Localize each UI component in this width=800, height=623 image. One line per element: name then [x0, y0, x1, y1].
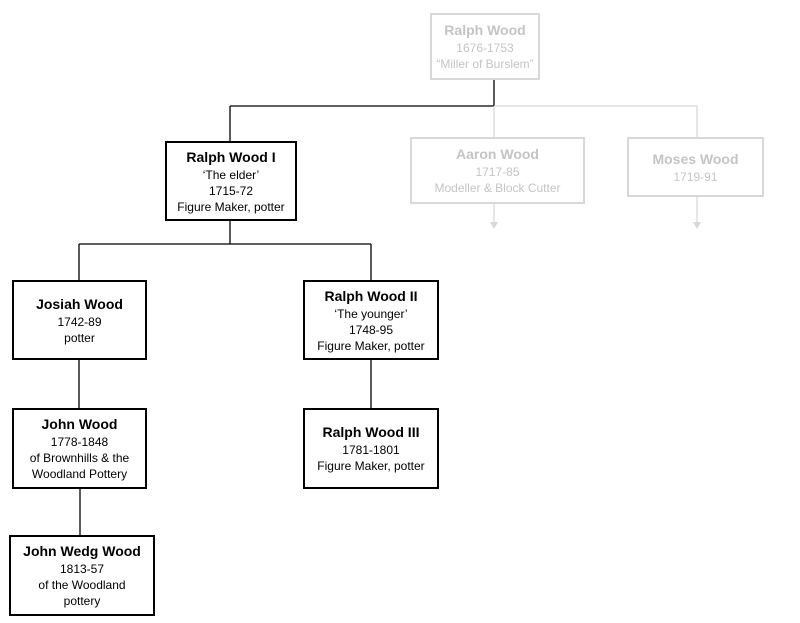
node-josiah-wood: Josiah Wood 1742-89 potter	[12, 280, 147, 360]
node-name: John Wood	[41, 416, 118, 432]
node-detail: of the Woodland	[38, 578, 126, 592]
node-detail: 1778-1848	[50, 435, 109, 449]
node-detail: 1748-95	[348, 322, 394, 337]
arrow-down-icon	[693, 222, 701, 229]
node-detail: 1781-1801	[342, 443, 400, 457]
node-name: Ralph Wood I	[186, 148, 276, 165]
node-moses-wood: Moses Wood 1719-91	[627, 137, 764, 197]
node-name: Ralph Wood	[444, 22, 526, 38]
node-john-wedg-wood: John Wedg Wood 1813-57 of the Woodland p…	[9, 535, 155, 616]
node-ralph-wood-ii: Ralph Wood II ‘The younger’ 1748-95 Figu…	[303, 280, 439, 360]
node-ralph-wood-iii: Ralph Wood III 1781-1801 Figure Maker, p…	[303, 408, 439, 489]
node-detail: 1742-89	[57, 314, 102, 329]
node-detail: 1676-1753	[456, 41, 514, 55]
node-detail: Figure Maker, potter	[317, 459, 425, 473]
node-john-wood: John Wood 1778-1848 of Brownhills & the …	[12, 408, 147, 489]
node-detail: Modeller & Block Cutter	[434, 181, 561, 195]
node-detail: of Brownhills & the	[29, 451, 130, 465]
node-detail: “Miller of Burslem”	[436, 57, 534, 71]
node-detail: 1719-91	[673, 169, 718, 184]
node-ralph-wood: Ralph Wood 1676-1753 “Miller of Burslem”	[430, 13, 540, 80]
arrow-down-icon	[490, 222, 498, 229]
node-detail: 1717-85	[475, 165, 520, 179]
node-detail: 1813-57	[59, 562, 105, 576]
node-name: Moses Wood	[652, 150, 739, 167]
node-name: Ralph Wood II	[324, 287, 418, 304]
node-detail: ‘The elder’	[202, 167, 260, 182]
node-detail: potter	[64, 330, 95, 345]
node-aaron-wood: Aaron Wood 1717-85 Modeller & Block Cutt…	[410, 137, 585, 204]
node-name: John Wedg Wood	[23, 543, 141, 559]
node-name: Josiah Wood	[36, 295, 123, 312]
node-detail: Woodland Pottery	[31, 467, 128, 481]
node-detail: Figure Maker, potter	[177, 199, 285, 214]
node-detail: pottery	[63, 594, 101, 608]
node-detail: 1715-72	[208, 183, 254, 198]
node-ralph-wood-i: Ralph Wood I ‘The elder’ 1715-72 Figure …	[165, 141, 297, 221]
node-detail: Figure Maker, potter	[317, 338, 425, 353]
node-detail: ‘The younger’	[334, 306, 408, 321]
node-name: Aaron Wood	[456, 146, 539, 162]
node-name: Ralph Wood III	[322, 424, 420, 440]
